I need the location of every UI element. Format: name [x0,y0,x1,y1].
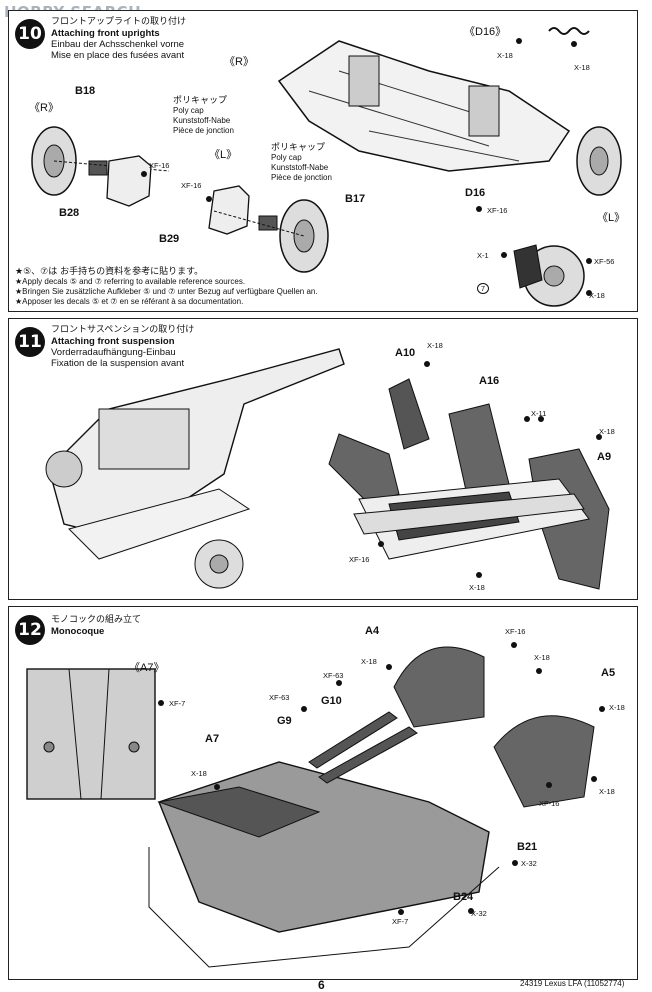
paint-xf63-a: XF-63 [323,671,344,680]
step-title: モノコックの組み立て Monocoque [51,615,142,637]
product-code: 24319 Lexus LFA (11052774) [520,979,625,988]
paint-xf16-a: XF-16 [505,627,526,636]
paint-xf16-c: XF-16 [487,206,508,215]
paint-xf56: XF-56 [594,257,615,266]
paint-xf63-b: XF-63 [269,693,290,702]
step-12-illustration [26,642,605,968]
paint-x18-a: X-18 [191,769,207,778]
part-b24: B24 [453,891,474,903]
paint-x18-c: X-18 [469,583,485,592]
label-r-top: 《R》 [224,56,254,68]
paint-x18-a: X-18 [427,341,443,350]
part-b17: B17 [345,193,366,205]
paint-x18-b: X-18 [574,63,590,72]
step-title: フロントサスペンションの取り付け Attaching front suspens… [51,325,195,369]
step-number: 11 [15,327,45,357]
step-number: 10 [15,19,45,49]
part-b28: B28 [59,207,80,219]
step-11-illustration [45,348,610,590]
part-a7: A7 [205,733,220,745]
step-11-panel: 11 フロントサスペンションの取り付け Attaching front susp… [8,318,638,600]
part-a10: A10 [395,347,416,359]
part-g9: G9 [277,715,292,727]
polycap-note-1: ポリキャップ Poly cap Kunststoff-Nabe Pièce de… [173,96,234,135]
label-d16-top: 《D16》 [464,26,507,38]
paint-x18-d: X-18 [609,703,625,712]
paint-x11: X-11 [531,409,547,418]
paint-x32-b: X-32 [471,909,487,918]
paint-xf7-a: XF-7 [169,699,186,708]
step-10-panel: 10 フロントアップライトの取り付け Attaching front uprig… [8,10,638,312]
paint-x18-c: X-18 [534,653,550,662]
part-g10: G10 [321,695,342,707]
decal-notes: ★⑤、⑦は お手持ちの資料を参考に貼ります。 ★Apply decals ⑤ a… [15,267,318,306]
part-a16: A16 [479,375,500,387]
page-number: 6 [318,978,325,992]
label-a7-top: 《A7》 [129,662,165,674]
step-10-illustration [31,27,622,307]
paint-x18-c: X-18 [589,291,605,300]
paint-xf16-b: XF-16 [181,181,202,190]
part-b21: B21 [517,841,538,853]
part-a9: A9 [597,451,612,463]
paint-x32-a: X-32 [521,859,537,868]
polycap-note-2: ポリキャップ Poly cap Kunststoff-Nabe Pièce de… [271,143,332,182]
label-l-right: 《L》 [597,212,626,224]
paint-xf7-b: XF-7 [392,917,409,926]
step-number: 12 [15,615,45,645]
part-b18: B18 [75,85,96,97]
part-a5: A5 [601,667,616,679]
label-r-left: 《R》 [29,102,59,114]
paint-xf16: XF-16 [349,555,370,564]
paint-x18-b: X-18 [361,657,377,666]
step-12-panel: 12 モノコックの組み立て Monocoque 《A7》 A4 A5 A7 G9… [8,606,638,980]
paint-x1: X-1 [477,251,489,260]
part-b29: B29 [159,233,180,245]
part-a4: A4 [365,625,380,637]
label-l-mid: 《L》 [209,149,238,161]
paint-x18-a: X-18 [497,51,513,60]
step-title: フロントアップライトの取り付け Attaching front uprights… [51,17,187,61]
paint-xf16-a: XF-16 [149,161,170,170]
decal-7: 7 [477,283,489,294]
part-d16: D16 [465,187,486,199]
paint-x18-b: X-18 [599,427,615,436]
paint-xf16-b: XF-16 [539,799,560,808]
paint-x18-e: X-18 [599,787,615,796]
